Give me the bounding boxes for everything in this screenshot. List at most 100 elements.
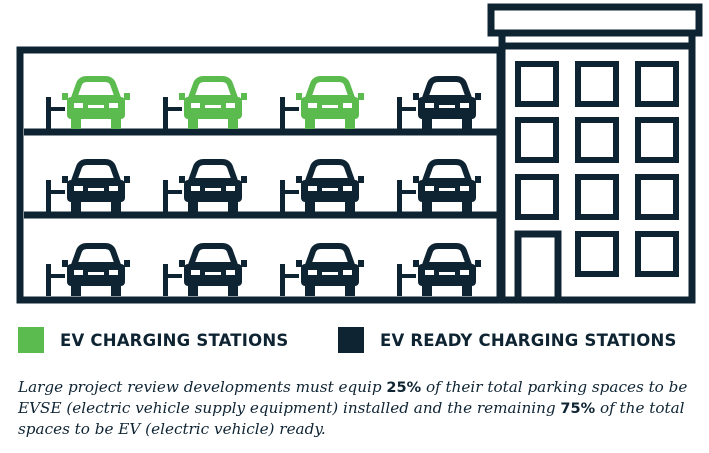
charger-cable <box>284 190 299 194</box>
car-headlight-left <box>191 186 200 191</box>
car-wheel-right <box>345 285 355 296</box>
caption-text-2: of their total parking spaces to be EVSE… <box>18 378 688 417</box>
charger-cable <box>401 190 416 194</box>
car-mirror-left <box>413 260 419 267</box>
car-wheel-right <box>462 118 472 129</box>
legend-label-ev-ready: EV READY CHARGING STATIONS <box>380 330 677 350</box>
parking-spots <box>46 76 481 296</box>
car-mirror-right <box>241 93 247 100</box>
building-window <box>575 117 619 163</box>
parking-spot-ev-ready <box>280 243 364 296</box>
charger-cable <box>284 274 299 278</box>
parking-spot-ev-ready <box>46 243 130 296</box>
car-grille <box>88 272 104 275</box>
car-wheel-right <box>345 118 355 129</box>
caption-pct-ready: 75% <box>560 401 596 417</box>
car-wheel-left <box>305 118 315 129</box>
car-roof <box>422 76 472 101</box>
car-wheel-right <box>228 285 238 296</box>
car-roof <box>188 159 238 184</box>
car-mirror-left <box>179 176 185 183</box>
car-roof <box>71 76 121 101</box>
car-headlight-right <box>460 186 469 191</box>
car-wheel-right <box>111 118 121 129</box>
charger-cable <box>50 190 65 194</box>
car-mirror-left <box>296 93 302 100</box>
charger-cable <box>401 274 416 278</box>
car-mirror-left <box>62 93 68 100</box>
car-grille <box>439 105 455 108</box>
car-headlight-left <box>308 103 317 108</box>
parking-spot-ev-ready <box>280 159 364 212</box>
car-mirror-left <box>296 260 302 267</box>
charger-post <box>397 97 402 129</box>
car-mirror-right <box>124 93 130 100</box>
parking-spot-ev-ready <box>397 159 481 212</box>
car-mirror-left <box>413 93 419 100</box>
car-wheel-right <box>462 285 472 296</box>
car-mirror-right <box>124 176 130 183</box>
car-mirror-right <box>124 260 130 267</box>
building-windows <box>515 61 679 277</box>
car-grille <box>205 272 221 275</box>
car-roof <box>422 159 472 184</box>
car-wheel-left <box>71 118 81 129</box>
car-wheel-right <box>111 201 121 212</box>
car-roof <box>188 76 238 101</box>
car-wheel-left <box>305 201 315 212</box>
car-headlight-left <box>308 270 317 275</box>
car-wheel-right <box>111 285 121 296</box>
car-wheel-left <box>188 285 198 296</box>
charger-post <box>46 97 51 129</box>
charger-cable <box>50 274 65 278</box>
car-grille <box>322 188 338 191</box>
car-headlight-left <box>191 103 200 108</box>
charger-cable <box>167 107 182 111</box>
car-mirror-left <box>62 260 68 267</box>
car-wheel-left <box>71 285 81 296</box>
car-roof <box>71 243 121 268</box>
legend-label-ev-charging: EV CHARGING STATIONS <box>60 330 289 350</box>
parking-spot-ev-charging <box>46 76 130 129</box>
car-mirror-right <box>475 176 481 183</box>
charger-post <box>163 97 168 129</box>
charger-cable <box>167 274 182 278</box>
parking-spot-ev-charging <box>163 76 247 129</box>
car-headlight-left <box>425 186 434 191</box>
charger-cable <box>50 107 65 111</box>
charger-post <box>397 180 402 212</box>
car-wheel-left <box>422 201 432 212</box>
building-window <box>515 174 559 220</box>
car-mirror-left <box>296 176 302 183</box>
car-grille <box>205 105 221 108</box>
car-headlight-left <box>308 186 317 191</box>
car-mirror-right <box>358 93 364 100</box>
legend-swatch-navy <box>338 327 364 353</box>
car-headlight-left <box>74 186 83 191</box>
car-wheel-right <box>462 201 472 212</box>
caption-pct-installed: 25% <box>386 380 422 396</box>
car-mirror-right <box>475 93 481 100</box>
car-wheel-right <box>228 118 238 129</box>
charger-post <box>163 264 168 296</box>
car-wheel-right <box>228 201 238 212</box>
car-headlight-right <box>109 103 118 108</box>
car-headlight-right <box>226 186 235 191</box>
car-wheel-left <box>422 285 432 296</box>
car-headlight-right <box>226 270 235 275</box>
parking-spot-ev-ready <box>163 159 247 212</box>
car-mirror-right <box>475 260 481 267</box>
charger-post <box>46 180 51 212</box>
parking-spot-ev-charging <box>280 76 364 129</box>
car-headlight-left <box>425 103 434 108</box>
charger-post <box>280 264 285 296</box>
charger-post <box>46 264 51 296</box>
car-headlight-right <box>343 270 352 275</box>
car-mirror-right <box>358 176 364 183</box>
car-roof <box>422 243 472 268</box>
building-door <box>514 230 562 304</box>
car-grille <box>322 272 338 275</box>
parking-spot-ev-ready <box>397 243 481 296</box>
car-headlight-right <box>460 270 469 275</box>
car-mirror-left <box>62 176 68 183</box>
